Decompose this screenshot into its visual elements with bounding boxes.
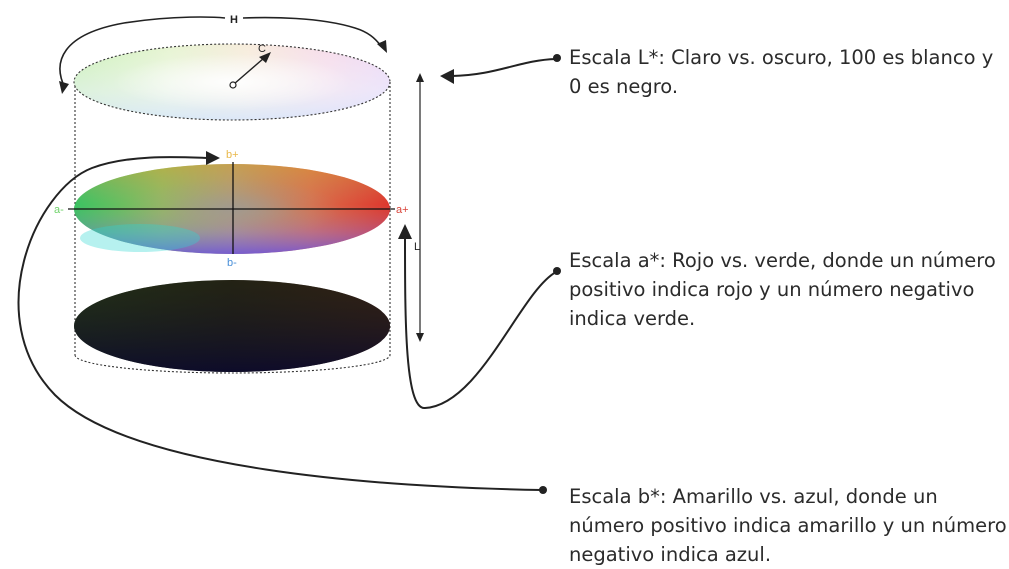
bottom-disc-dark xyxy=(74,280,390,372)
c-label: C xyxy=(258,43,266,55)
b-callout-dot xyxy=(539,486,547,494)
cylinder-bottom-rim xyxy=(74,354,391,374)
l-scale-note: Escala L*: Claro vs. oscuro, 100 es blan… xyxy=(569,46,994,98)
ab-axes: a- a+ b+ b- xyxy=(54,149,409,269)
a-callout-dot xyxy=(553,267,561,275)
a-minus-label: a- xyxy=(54,204,64,216)
l-callout-dot xyxy=(553,54,561,62)
h-label: H xyxy=(230,14,238,26)
a-scale-note: Escala a*: Rojo vs. verde, donde un núme… xyxy=(569,249,996,330)
callout-l-scale xyxy=(440,54,561,84)
b-minus-label: b- xyxy=(227,257,237,269)
callout-b-scale xyxy=(17,151,547,494)
l-label: L xyxy=(414,241,420,253)
hue-arc: H xyxy=(59,14,387,94)
chroma-arrow: C xyxy=(229,43,271,89)
lightness-axis: L xyxy=(414,73,424,342)
callout-a-scale xyxy=(398,224,561,410)
a-plus-label: a+ xyxy=(396,204,409,216)
b-scale-note: Escala b*: Amarillo vs. azul, donde un n… xyxy=(569,485,1007,566)
cylinder-outline xyxy=(74,82,391,374)
b-plus-label: b+ xyxy=(226,149,239,161)
